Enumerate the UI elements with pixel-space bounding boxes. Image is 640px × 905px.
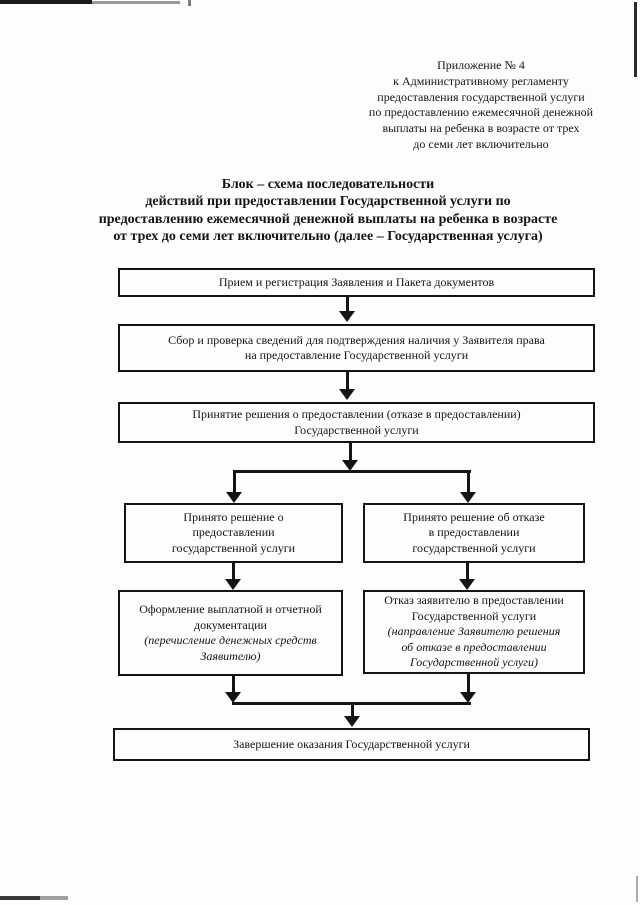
scan-artifact-bottom-left-gray (40, 896, 68, 900)
appendix-note-line: выплаты на ребенка в возрасте от трех (382, 121, 580, 136)
appendix-note-line: до семи лет включительно (413, 136, 549, 151)
flow-box-text-italic: Государственной услуги) (410, 655, 538, 670)
merge-junction-horizontal-line (232, 702, 471, 705)
page-title-line: от трех до семи лет включительно (далее … (113, 228, 543, 244)
appendix-note-line: по предоставлению ежемесячной денежной (368, 105, 594, 120)
flow-box-text: Принято решение об отказе (403, 509, 545, 524)
connector-collect-to-decision-line (346, 372, 349, 389)
page-title-line: предоставлению ежемесячной денежной выпл… (98, 211, 558, 227)
connector-split-to-refused-line (467, 472, 470, 492)
connector-receive-to-collect-arrowhead (339, 311, 355, 322)
flow-box-text-italic: (перечисление денежных средств (144, 633, 317, 647)
flow-box-text: документации (194, 617, 267, 632)
flow-box-text: Прием и регистрация Заявления и Пакета д… (218, 274, 495, 289)
connector-approved-to-payment-line (232, 563, 235, 579)
scan-artifact-top-tick (188, 0, 191, 6)
flow-box-text: государственной услуги (171, 540, 296, 555)
flow-box-text: Сбор и проверка сведений для подтвержден… (168, 332, 545, 347)
flow-box-text: в предоставлении (428, 525, 520, 540)
connector-split-to-approved-arrowhead (226, 492, 242, 503)
flow-box-payment-documentation: Оформление выплатной и отчетной документ… (118, 590, 343, 676)
flow-box-decision-approved: Принято решение о предоставлении государ… (124, 503, 343, 563)
connector-notice-to-merge-line (467, 674, 470, 692)
scan-artifact-bottom-right-tick (636, 876, 638, 902)
connector-payment-to-merge-line (232, 676, 235, 692)
flow-box-text-italic: (направление Заявителю решения (387, 624, 561, 639)
flow-box-text: Государственной услуги (294, 422, 419, 437)
flow-box-text: государственной услуги (412, 540, 536, 555)
flow-box-collect-verify: Сбор и проверка сведений для подтвержден… (118, 324, 595, 372)
split-junction-horizontal-line (233, 470, 471, 473)
appendix-note: Приложение № 4 к Административному регла… (340, 58, 622, 153)
page-title-line: действий при предоставлении Государствен… (145, 194, 511, 210)
connector-refused-to-notice-arrowhead (459, 579, 475, 590)
flow-box-text: Принятие решения о предоставлении (отказ… (192, 407, 521, 421)
connector-collect-to-decision-arrowhead (339, 389, 355, 400)
connector-refused-to-notice-line (466, 563, 469, 579)
connector-split-to-approved-line (233, 472, 236, 492)
connector-merge-to-complete-arrowhead (344, 716, 360, 727)
connector-notice-to-merge-arrowhead (460, 692, 476, 703)
flow-box-text: Государственной услуги (411, 608, 537, 623)
connector-merge-to-complete-line (351, 705, 354, 716)
flow-box-text-italic: Заявителю) (200, 648, 261, 663)
scan-artifact-right-edge-line (634, 2, 637, 77)
appendix-note-line: к Административному регламенту (393, 73, 569, 88)
flow-box-receive-registration: Прием и регистрация Заявления и Пакета д… (118, 268, 595, 297)
connector-decision-to-split-arrowhead (342, 460, 358, 471)
flow-box-text: Оформление выплатной и отчетной (139, 602, 322, 616)
flow-box-text-italic: об отказе в предоставлении (401, 639, 547, 654)
page-title-line: Блок – схема последовательности (221, 177, 435, 192)
connector-approved-to-payment-arrowhead (225, 579, 241, 590)
flow-box-service-complete: Завершение оказания Государственной услу… (113, 728, 590, 761)
flow-box-refusal-notice: Отказ заявителю в предоставлении Государ… (363, 590, 585, 674)
scan-artifact-bottom-left-dark (0, 896, 40, 900)
flow-box-make-decision: Принятие решения о предоставлении (отказ… (118, 402, 595, 443)
page-title: Блок – схема последовательности действий… (20, 176, 636, 245)
flow-box-decision-refused: Принято решение об отказе в предоставлен… (363, 503, 585, 563)
flow-box-text: Отказ заявителю в предоставлении (384, 593, 564, 608)
scan-artifact-top-left-gray (92, 1, 180, 4)
flow-box-text: на предоставление Государственной услуги (244, 348, 469, 362)
appendix-note-line: предоставления государственной услуги (377, 89, 585, 104)
flow-box-text: Принято решение о (183, 509, 284, 524)
flow-box-text: Завершение оказания Государственной услу… (233, 736, 470, 751)
connector-payment-to-merge-arrowhead (225, 692, 241, 703)
connector-split-to-refused-arrowhead (460, 492, 476, 503)
connector-decision-to-split-line (349, 443, 352, 460)
appendix-note-line: Приложение № 4 (437, 58, 525, 72)
connector-receive-to-collect-line (346, 297, 349, 312)
flow-box-text: предоставлении (192, 525, 275, 540)
scan-artifact-top-left-dark (0, 0, 92, 4)
